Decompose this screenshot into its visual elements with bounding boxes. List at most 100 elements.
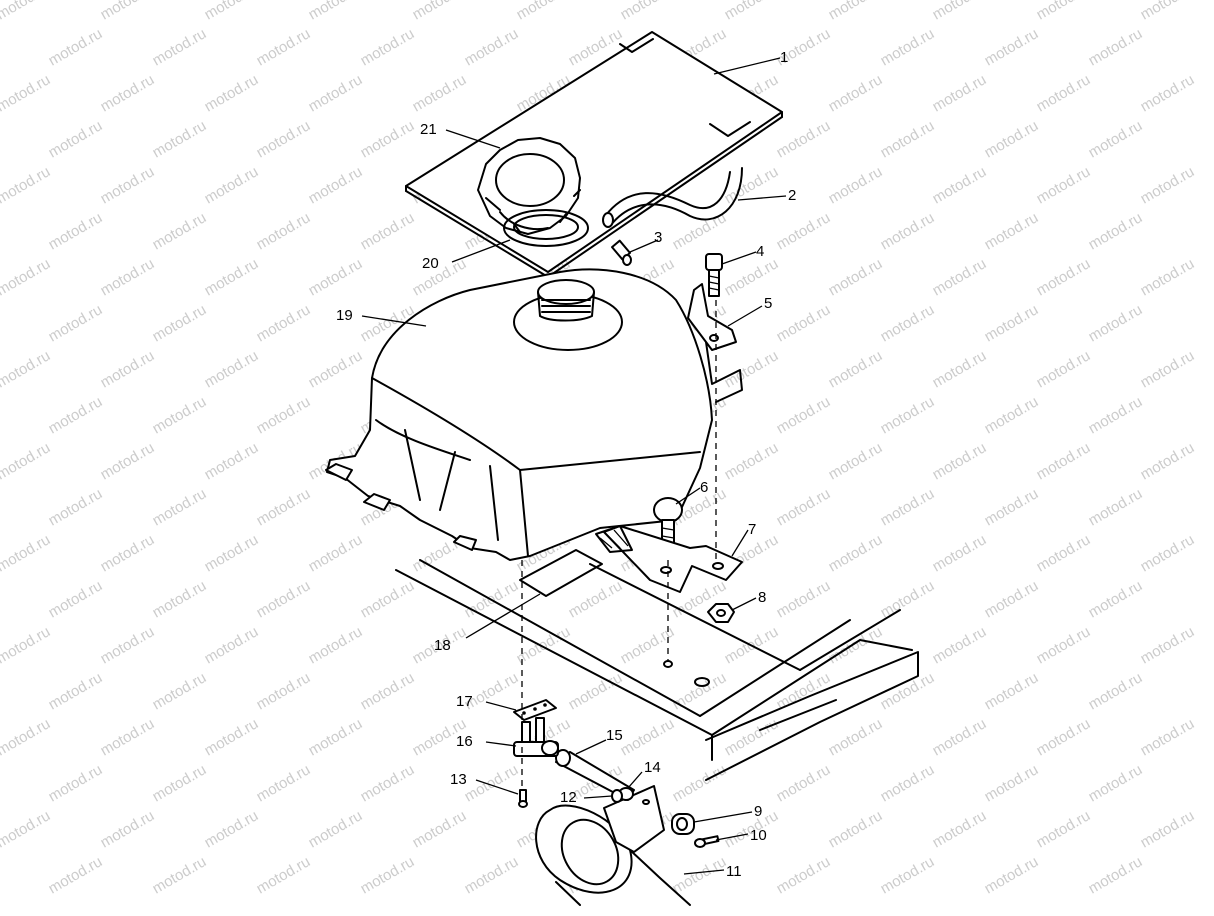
- watermark-text: motod.ru: [358, 117, 418, 161]
- watermark-text: motod.ru: [254, 393, 314, 437]
- watermark-text: motod.ru: [618, 715, 678, 759]
- watermark-text: motod.ru: [878, 25, 938, 69]
- watermark-text: motod.ru: [150, 853, 210, 897]
- washer-drawing: [611, 789, 623, 803]
- watermark-text: motod.ru: [0, 439, 53, 483]
- callout-9: 9: [754, 803, 762, 820]
- watermark-text: motod.ru: [1034, 715, 1094, 759]
- watermark-text: motod.ru: [358, 761, 418, 805]
- watermark-text: motod.ru: [670, 853, 730, 897]
- watermark-text: motod.ru: [254, 485, 314, 529]
- watermark-text: motod.ru: [826, 531, 886, 575]
- watermark-text: motod.ru: [1034, 623, 1094, 667]
- watermark-text: motod.ru: [826, 439, 886, 483]
- callout-6: 6: [700, 479, 708, 496]
- watermark-text: motod.ru: [566, 577, 626, 621]
- callout-18: 18: [434, 637, 451, 654]
- callout-5: 5: [764, 295, 772, 312]
- watermark-text: motod.ru: [98, 715, 158, 759]
- gasket-drawing: [503, 209, 589, 247]
- watermark-text: motod.ru: [462, 25, 522, 69]
- frame-tube-drawing: [535, 804, 691, 906]
- callout-10: 10: [750, 827, 767, 844]
- fuel-tank-drawing: [325, 268, 743, 561]
- petcock-plate-drawing: [513, 699, 557, 721]
- watermark-text: motod.ru: [982, 209, 1042, 253]
- watermark-text: motod.ru: [254, 761, 314, 805]
- watermark-text: motod.ru: [1086, 393, 1146, 437]
- watermark-text: motod.ru: [254, 117, 314, 161]
- watermark-text: motod.ru: [930, 0, 990, 23]
- watermark-text: motod.ru: [1034, 0, 1094, 23]
- watermark-text: motod.ru: [46, 117, 106, 161]
- watermark-text: motod.ru: [878, 393, 938, 437]
- watermark-text: motod.ru: [982, 485, 1042, 529]
- watermark-text: motod.ru: [150, 301, 210, 345]
- watermark-text: motod.ru: [306, 715, 366, 759]
- watermark-text: motod.ru: [254, 853, 314, 897]
- control-rod-drawing: [555, 749, 635, 801]
- watermark-text: motod.ru: [358, 209, 418, 253]
- watermark-text: motod.ru: [618, 0, 678, 23]
- watermark-text: motod.ru: [358, 25, 418, 69]
- watermark-text: motod.ru: [306, 347, 366, 391]
- watermark-text: motod.ru: [1138, 71, 1198, 115]
- frame-drawing: [395, 559, 919, 781]
- watermark-text: motod.ru: [826, 347, 886, 391]
- watermark-text: motod.ru: [46, 761, 106, 805]
- watermark-text: motod.ru: [202, 531, 262, 575]
- watermark-text: motod.ru: [150, 25, 210, 69]
- watermark-text: motod.ru: [0, 0, 53, 23]
- watermark-text: motod.ru: [930, 715, 990, 759]
- watermark-text: motod.ru: [982, 25, 1042, 69]
- watermark-text: motod.ru: [0, 163, 53, 207]
- watermark-text: motod.ru: [150, 761, 210, 805]
- watermark-text: motod.ru: [46, 485, 106, 529]
- watermark-text: motod.ru: [930, 439, 990, 483]
- nut-drawing: [707, 603, 735, 623]
- watermark-text: motod.ru: [982, 393, 1042, 437]
- petcock-screw-drawing: [518, 789, 528, 808]
- callout-17: 17: [456, 693, 473, 710]
- watermark-text: motod.ru: [722, 255, 782, 299]
- watermark-text: motod.ru: [98, 71, 158, 115]
- fuel-petcock-drawing: [513, 717, 559, 757]
- watermark-text: motod.ru: [0, 623, 53, 667]
- watermark-text: motod.ru: [1138, 623, 1198, 667]
- watermark-text: motod.ru: [878, 117, 938, 161]
- watermark-text: motod.ru: [930, 623, 990, 667]
- callout-1: 1: [780, 49, 788, 66]
- watermark-text: motod.ru: [722, 439, 782, 483]
- watermark-text: motod.ru: [254, 209, 314, 253]
- watermark-text: motod.ru: [826, 163, 886, 207]
- callout-16: 16: [456, 733, 473, 750]
- watermark-text: motod.ru: [566, 669, 626, 713]
- watermark-text: motod.ru: [774, 853, 834, 897]
- assembly-lines: [521, 300, 717, 790]
- watermark-text: motod.ru: [150, 393, 210, 437]
- watermark-text: motod.ru: [358, 669, 418, 713]
- watermark-text: motod.ru: [46, 209, 106, 253]
- watermark-text: motod.ru: [202, 807, 262, 851]
- watermark-text: motod.ru: [1138, 163, 1198, 207]
- watermark-text: motod.ru: [46, 577, 106, 621]
- watermark-text: motod.ru: [774, 485, 834, 529]
- watermark-text: motod.ru: [306, 0, 366, 23]
- watermark-text: motod.ru: [410, 807, 470, 851]
- watermark-text: motod.ru: [514, 0, 574, 23]
- watermark-text: motod.ru: [930, 163, 990, 207]
- watermark-text: motod.ru: [150, 209, 210, 253]
- callout-2: 2: [788, 187, 796, 204]
- watermark-text: motod.ru: [46, 25, 106, 69]
- watermark-text: motod.ru: [410, 71, 470, 115]
- watermark-text: motod.ru: [98, 807, 158, 851]
- watermark-text: motod.ru: [774, 209, 834, 253]
- watermark-text: motod.ru: [306, 71, 366, 115]
- watermark-text: motod.ru: [306, 255, 366, 299]
- watermark-text: motod.ru: [1138, 439, 1198, 483]
- watermark-text: motod.ru: [462, 761, 522, 805]
- watermark-text: motod.ru: [930, 531, 990, 575]
- watermark-text: motod.ru: [306, 531, 366, 575]
- watermark-text: motod.ru: [1086, 301, 1146, 345]
